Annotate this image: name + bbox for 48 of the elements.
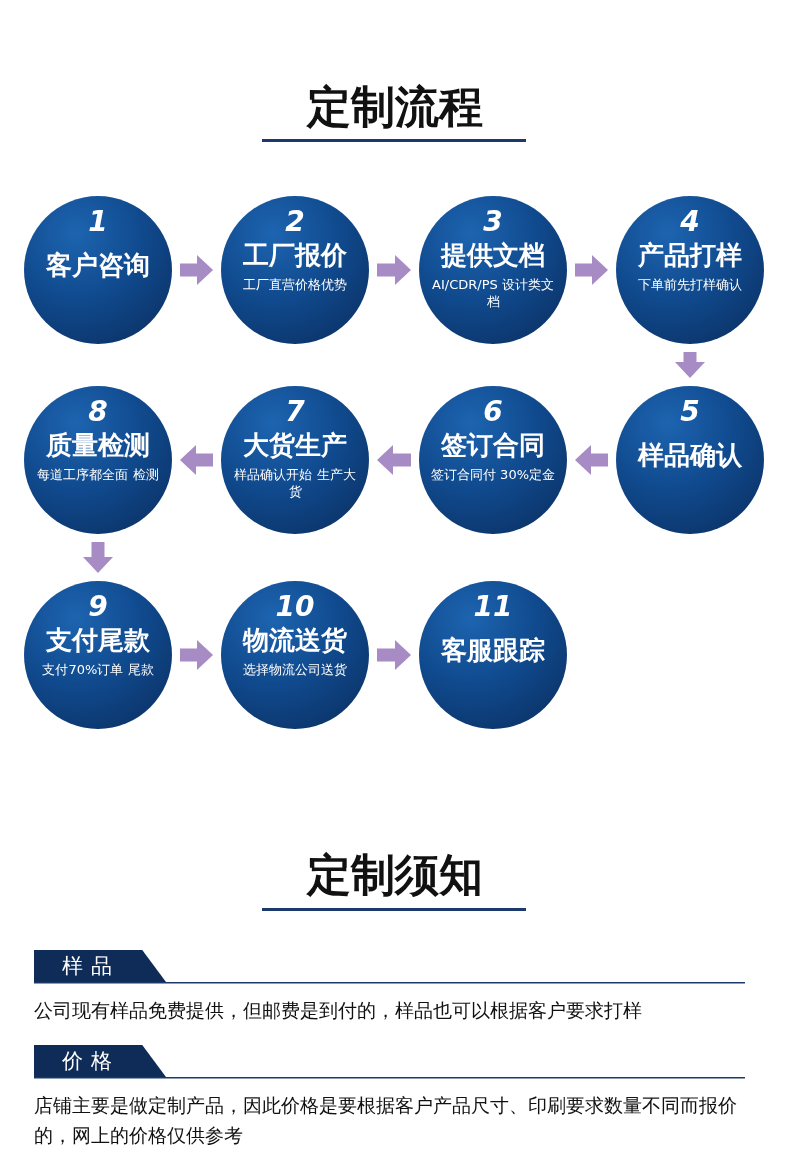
flow-arrow (575, 445, 608, 475)
step-description: 支付70%订单 尾款 (41, 661, 155, 678)
step-description: AI/CDR/PS 设计类文档 (431, 276, 555, 310)
flow-arrow (377, 445, 411, 475)
step-description: 下单前先打样确认 (637, 276, 743, 293)
step-number: 2 (285, 206, 305, 238)
step-description: 签订合同付 30%定金 (430, 466, 556, 483)
step-description: 样品确认开始 生产大货 (233, 466, 357, 500)
section-tab (34, 1045, 166, 1077)
section-title: 定制须知 (305, 848, 484, 902)
step-number: 3 (483, 206, 503, 238)
flow-arrow (83, 542, 113, 573)
flow-arrow (180, 640, 213, 670)
step-title: 产品打样 (638, 239, 742, 272)
section-tab (34, 950, 166, 982)
step-title: 客户咨询 (46, 249, 150, 282)
step-description: 选择物流公司送货 (242, 661, 348, 678)
flow-arrow (180, 445, 213, 475)
flow-arrow (377, 640, 411, 670)
flow-arrow (377, 255, 411, 285)
step-number: 11 (473, 591, 513, 623)
step-title: 物流送货 (243, 624, 347, 657)
step-number: 8 (88, 396, 108, 428)
step-number: 6 (483, 396, 503, 428)
step-title: 签订合同 (441, 429, 545, 462)
step-title: 质量检测 (46, 429, 150, 462)
step-number: 5 (680, 396, 700, 428)
step-number: 9 (88, 591, 108, 623)
notice-text: 店铺主要是做定制产品，因此价格是要根据客户产品尺寸、印刷要求数量不同而报价的，网上的价格仅供参考 (34, 1093, 738, 1148)
notice-text: 公司现有样品免费提供，但邮费是到付的，样品也可以根据客户要求打样 (34, 998, 643, 1023)
flow-arrow (675, 352, 705, 378)
step-title: 提供文档 (441, 239, 545, 272)
flow-arrow (575, 255, 608, 285)
tab-label: 样品 (61, 953, 121, 980)
step-title: 客服跟踪 (441, 634, 545, 667)
step-description: 工厂直营价格优势 (242, 276, 348, 293)
step-title: 工厂报价 (243, 239, 347, 272)
step-number: 7 (285, 396, 305, 428)
step-title: 支付尾款 (46, 624, 150, 657)
step-number: 10 (275, 591, 315, 623)
step-number: 4 (680, 206, 700, 238)
step-number: 1 (88, 206, 108, 238)
step-title: 样品确认 (638, 439, 742, 472)
step-description: 每道工序都全面 检测 (36, 466, 160, 483)
tab-label: 价格 (61, 1048, 121, 1075)
step-title: 大货生产 (243, 429, 347, 462)
section-title: 定制流程 (305, 80, 484, 134)
flow-arrow (180, 255, 213, 285)
